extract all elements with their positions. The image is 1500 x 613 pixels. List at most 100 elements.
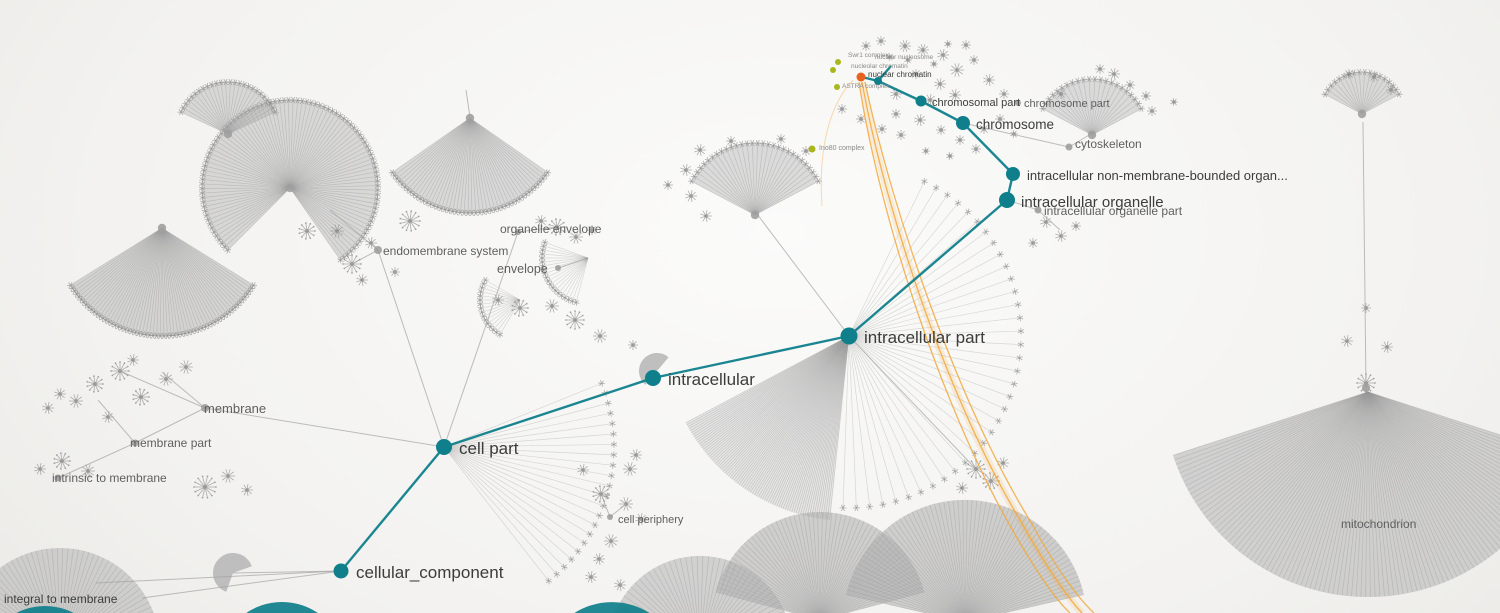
node-chromosome-part[interactable]	[1015, 100, 1021, 106]
burst-spoke	[557, 219, 561, 226]
term-glyph-icon	[709, 155, 716, 159]
node-cytoskeleton[interactable]	[1065, 143, 1073, 151]
term-label[interactable]: Ino80 complex	[819, 145, 865, 152]
term-label[interactable]: membrane	[204, 401, 266, 416]
burst-tip	[982, 463, 985, 466]
node-intracellular-organelle[interactable]	[999, 192, 1015, 208]
fan-spoke	[754, 143, 764, 216]
term-glyph-icon	[534, 183, 542, 186]
burst-tip	[592, 490, 595, 493]
term-label[interactable]: intracellular non-membrane-bounded organ…	[1027, 168, 1288, 183]
burst-spoke	[919, 121, 922, 126]
node-nuclear-chromatin[interactable]	[856, 72, 866, 82]
fan-spoke	[992, 585, 1082, 613]
fan-spoke	[741, 144, 756, 216]
term-label[interactable]: intrinsic to membrane	[52, 471, 167, 485]
node-cell-periphery[interactable]	[607, 514, 613, 520]
node-intracellular-part[interactable]	[840, 327, 858, 345]
burst-spoke	[957, 70, 963, 75]
burst-spoke	[1042, 223, 1046, 228]
fan-spoke	[467, 117, 471, 213]
term-label[interactable]: nucleolar chromatin	[851, 63, 908, 70]
burst-spoke	[946, 156, 949, 159]
term-label[interactable]: chromosomal part	[932, 97, 1020, 109]
node-organelle-envelope[interactable]	[515, 229, 521, 235]
fan-spoke	[754, 160, 803, 216]
term-label[interactable]: cellular_component	[356, 563, 504, 582]
term-label[interactable]: endomembrane system	[383, 244, 508, 258]
burst-spoke	[892, 110, 896, 114]
node-mitochondrion[interactable]	[1362, 384, 1370, 392]
node-membrane[interactable]	[201, 404, 209, 412]
burst-center	[1074, 224, 1078, 228]
node-intracellular-nmb-organelle[interactable]	[1006, 167, 1020, 181]
term-label[interactable]: Swr1 complex	[848, 52, 890, 59]
burst-spoke	[512, 308, 519, 311]
node-intracellular[interactable]	[645, 370, 661, 386]
term-glyph-icon	[214, 232, 219, 240]
burst-spoke	[598, 560, 601, 565]
term-glyph-icon	[537, 180, 544, 183]
term-label[interactable]: nuclear nucleosome	[875, 54, 934, 61]
node-cellular_component[interactable]	[333, 563, 349, 579]
term-label[interactable]: cytoskeleton	[1075, 137, 1142, 151]
burst-spoke	[968, 464, 975, 469]
term-label[interactable]: cell part	[459, 439, 519, 458]
burst-spoke	[1370, 73, 1374, 77]
term-label[interactable]: intracellular organelle	[1021, 194, 1164, 211]
node-swr1-complex[interactable]	[835, 59, 841, 65]
burst-spoke	[956, 140, 960, 144]
fan-spoke	[871, 543, 955, 613]
node-membrane-part[interactable]	[131, 439, 139, 447]
fan-spoke	[161, 227, 219, 321]
node-chromatin[interactable]	[874, 77, 882, 85]
term-label[interactable]: cell periphery	[618, 514, 684, 526]
term-label[interactable]: intracellular organelle part	[1044, 204, 1183, 218]
node-envelope[interactable]	[555, 265, 561, 271]
fan-spoke	[70, 552, 90, 613]
term-label[interactable]: chromosome part	[1024, 98, 1110, 110]
node-endomembrane-system[interactable]	[374, 246, 382, 254]
term-label[interactable]: intracellular part	[864, 328, 985, 347]
term-label[interactable]: mitochondrion	[1341, 517, 1416, 531]
node-nucleolar-chromatin[interactable]	[830, 67, 836, 73]
fan-spoke	[112, 592, 144, 613]
burst-tip	[578, 326, 581, 329]
burst-spoke	[1010, 134, 1013, 137]
fan-spoke	[118, 227, 163, 327]
burst-center	[1150, 109, 1154, 113]
burst-center	[131, 358, 135, 362]
node-intrinsic-to-membrane[interactable]	[54, 474, 62, 482]
burst-spoke	[228, 477, 231, 483]
term-label[interactable]: nuclear chromatin	[868, 70, 932, 79]
term-label[interactable]: intracellular	[668, 370, 755, 389]
node-chromosome[interactable]	[956, 116, 970, 130]
term-glyph-icon	[522, 192, 530, 197]
node-ino80-complex[interactable]	[808, 145, 816, 153]
term-glyph-icon	[540, 267, 547, 273]
burst-center	[86, 469, 90, 473]
term-label[interactable]: envelope	[497, 262, 548, 276]
term-label[interactable]: chromosome	[976, 117, 1054, 132]
term-label[interactable]: integral to membrane	[4, 592, 118, 606]
node-cell-part[interactable]	[436, 439, 452, 455]
burst-spoke	[1367, 383, 1374, 388]
term-label[interactable]: ASTRA complex	[842, 83, 890, 90]
burst-spoke	[936, 78, 940, 83]
burst-spoke	[1110, 68, 1114, 73]
term-glyph-icon	[374, 178, 381, 184]
burst-spoke	[202, 476, 206, 486]
node-chromosomal-part[interactable]	[915, 95, 927, 107]
node-astra-complex[interactable]	[834, 84, 840, 90]
node-intracellular-organelle-part[interactable]	[1034, 206, 1042, 214]
burst-tip	[970, 475, 973, 478]
term-label[interactable]: membrane part	[130, 436, 212, 450]
burst-spoke	[402, 214, 410, 221]
burst-tip	[594, 487, 597, 489]
burst-spoke	[629, 341, 633, 345]
fan-spoke	[674, 559, 691, 613]
term-glyph-icon	[542, 174, 549, 177]
term-label[interactable]: organelle envelope	[500, 222, 602, 236]
fan-spoke	[227, 88, 254, 135]
